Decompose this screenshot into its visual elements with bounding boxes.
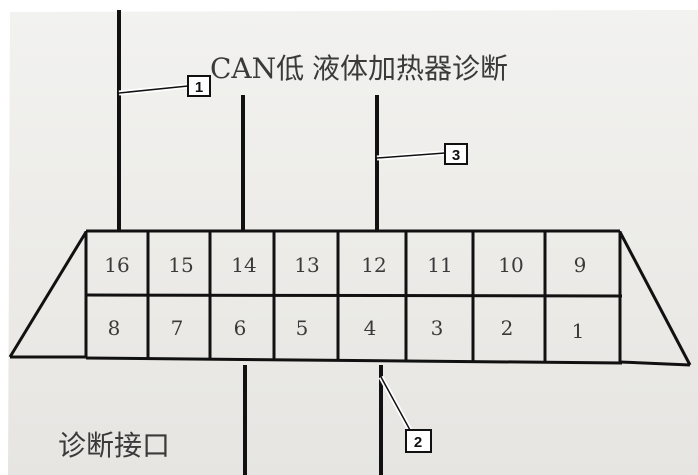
pin-row-bottom: 8 7 6 5 4 3 2 1 (108, 316, 585, 343)
pin-label: 15 (168, 253, 193, 277)
pin-label: 1 (572, 319, 585, 343)
callout-leader (376, 152, 446, 159)
label-can-low: CAN低 (210, 52, 304, 85)
callout-1: 1 (118, 75, 211, 97)
pin-grid (84, 229, 623, 365)
callout-box (405, 429, 432, 453)
pin-label: 10 (498, 253, 523, 277)
pin-label: 6 (234, 316, 247, 340)
grid-bottom-line (85, 356, 623, 365)
pin-label: 3 (431, 316, 444, 340)
callout-number: 3 (452, 147, 460, 164)
callout-number: 2 (414, 434, 422, 451)
pin-label: 7 (171, 316, 184, 340)
pin-label: 8 (108, 316, 121, 340)
callout-3: 3 (376, 143, 468, 165)
connector-left-edge (8, 231, 88, 358)
pin-label: 12 (361, 253, 386, 277)
pin-row-top: 16 15 14 13 12 11 10 9 (104, 253, 586, 277)
callout-leader (118, 85, 189, 94)
callout-2: 2 (378, 375, 432, 453)
callout-box (187, 75, 211, 97)
callout-leader (380, 376, 411, 431)
pin-label: 4 (364, 316, 377, 340)
callout-box (444, 143, 468, 165)
wire-lines (117, 10, 383, 475)
pin-label: 13 (294, 253, 319, 277)
callout-number: 1 (195, 79, 203, 96)
pin-label: 2 (501, 316, 514, 340)
pin-label: 5 (296, 316, 309, 340)
connector-bottom-right (619, 360, 691, 367)
label-diagnostic-port: 诊断接口 (58, 429, 170, 462)
pin-label: 11 (427, 253, 452, 277)
pin-label: 9 (574, 253, 587, 277)
label-heater-diagnosis: 液体加热器诊断 (312, 52, 508, 85)
pin-label: 14 (231, 253, 256, 277)
connector-right-edge (618, 231, 692, 366)
pin-label: 16 (104, 253, 129, 277)
connector-outline (8, 231, 692, 367)
grid-middle-line (85, 293, 623, 298)
